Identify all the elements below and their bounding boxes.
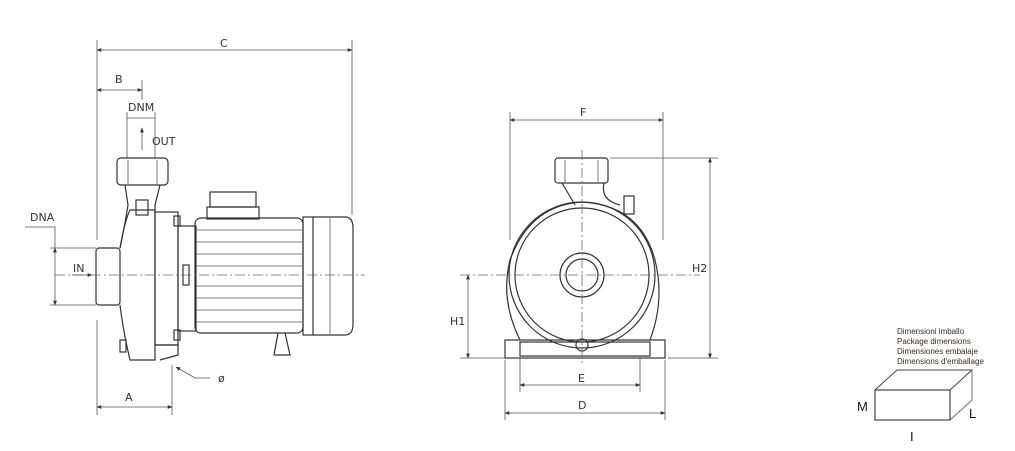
dimension-d: D [504, 360, 666, 420]
side-view: C B DNM OUT [25, 37, 365, 415]
label-m: M [857, 399, 868, 414]
label-foot-hole: ø [218, 372, 225, 385]
label-f: F [580, 106, 586, 119]
dimension-dnm: DNM OUT [126, 101, 176, 158]
label-c: C [220, 37, 228, 50]
label-dnm: DNM [128, 101, 154, 114]
package-caption-fr: Dimensions d'emballage [897, 357, 984, 366]
package-caption-it: Dimensioni imballo [897, 327, 965, 336]
dimension-f: F [509, 106, 664, 240]
label-i: I [910, 429, 914, 444]
dimension-a: A [96, 320, 173, 415]
label-l: L [969, 406, 976, 421]
label-a: A [125, 391, 133, 404]
label-out: OUT [152, 135, 176, 148]
package-box-icon [874, 369, 974, 421]
pump-side-body [95, 157, 354, 361]
dimension-b: B [96, 73, 143, 100]
package-dimensions: Dimensioni imballo Package dimensions Di… [857, 327, 984, 444]
label-d: D [578, 399, 586, 412]
pump-front-body [504, 157, 666, 359]
package-caption-es: Dimensiones embalaje [897, 347, 978, 356]
label-dna: DNA [30, 211, 55, 224]
label-in: IN [73, 262, 84, 275]
label-h1: H1 [450, 315, 465, 328]
dimension-dna: DNA IN [25, 211, 96, 306]
dimension-h2: H2 [610, 157, 718, 359]
front-view: F H2 H1 [450, 106, 718, 420]
label-b: B [115, 73, 123, 86]
dimension-h1: H1 [450, 274, 505, 359]
dimension-e: E [519, 358, 641, 392]
package-caption-en: Package dimensions [897, 337, 971, 346]
label-h2: H2 [692, 262, 707, 275]
dimension-c: C [96, 37, 353, 240]
label-e: E [578, 372, 585, 385]
foot-hole-callout: ø [175, 366, 225, 385]
